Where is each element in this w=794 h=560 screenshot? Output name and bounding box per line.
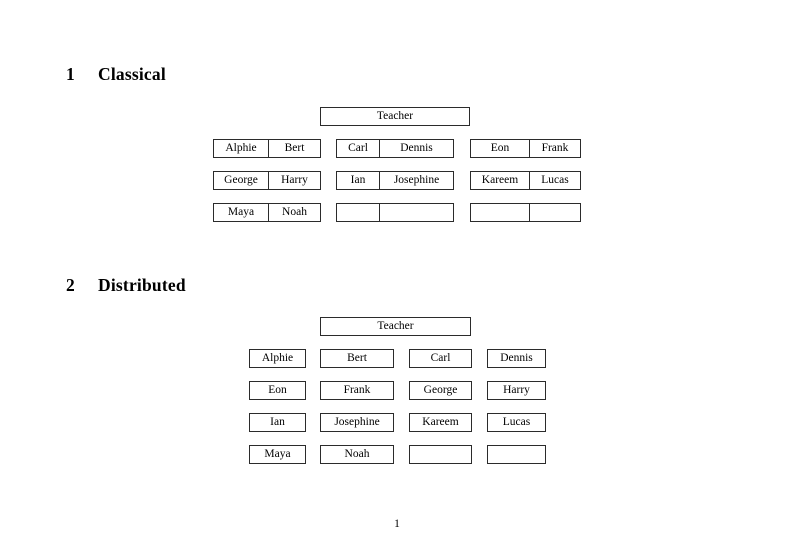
student-pair-row[interactable]: Eon Frank	[470, 139, 581, 158]
student-box[interactable]: George	[409, 381, 472, 400]
teacher-box-classical[interactable]: Teacher	[320, 107, 470, 126]
student-cell-empty[interactable]	[337, 204, 379, 221]
student-box[interactable]: Frank	[320, 381, 394, 400]
student-cell[interactable]: Carl	[348, 142, 368, 154]
student-box-empty[interactable]	[487, 445, 546, 464]
student-cell[interactable]: Frank	[529, 140, 580, 157]
student-box[interactable]: Bert	[320, 349, 394, 368]
section-heading-classical: 1 Classical	[66, 64, 166, 85]
student-cell[interactable]: Alphie	[225, 142, 257, 154]
student-box-empty[interactable]	[409, 445, 472, 464]
teacher-box-distributed[interactable]: Teacher	[320, 317, 471, 336]
student-pair-row[interactable]: Ian Josephine	[336, 171, 454, 190]
student-pair-row[interactable]	[336, 203, 454, 222]
student-box[interactable]: Kareem	[409, 413, 472, 432]
student-cell[interactable]: Kareem	[481, 174, 519, 186]
student-box[interactable]: Carl	[409, 349, 472, 368]
student-box[interactable]: Dennis	[487, 349, 546, 368]
student-cell[interactable]: Ian	[350, 174, 366, 186]
student-pair-row[interactable]: Carl Dennis	[336, 139, 454, 158]
section-number: 2	[66, 275, 75, 295]
student-cell[interactable]: Noah	[268, 204, 320, 221]
student-cell[interactable]: George	[224, 174, 258, 186]
student-cell[interactable]: Harry	[268, 172, 320, 189]
student-box[interactable]: Lucas	[487, 413, 546, 432]
student-pair-row[interactable]: George Harry	[213, 171, 321, 190]
student-cell[interactable]: Josephine	[379, 172, 453, 189]
student-box[interactable]: Alphie	[249, 349, 306, 368]
student-box[interactable]: Noah	[320, 445, 394, 464]
section-title: Classical	[98, 64, 166, 84]
section-heading-distributed: 2 Distributed	[66, 275, 186, 296]
student-box[interactable]: Ian	[249, 413, 306, 432]
student-cell[interactable]: Lucas	[529, 172, 580, 189]
student-box[interactable]: Eon	[249, 381, 306, 400]
student-pair-row[interactable]	[470, 203, 581, 222]
student-cell[interactable]: Eon	[490, 142, 510, 154]
student-box[interactable]: Maya	[249, 445, 306, 464]
student-cell[interactable]: Maya	[227, 206, 255, 218]
student-cell-empty[interactable]	[471, 204, 529, 221]
page-number: 1	[394, 518, 400, 530]
student-pair-row[interactable]: Maya Noah	[213, 203, 321, 222]
student-cell[interactable]: Bert	[268, 140, 320, 157]
student-cell-empty[interactable]	[379, 204, 453, 221]
student-pair-row[interactable]: Alphie Bert	[213, 139, 321, 158]
student-box[interactable]: Josephine	[320, 413, 394, 432]
section-number: 1	[66, 64, 75, 84]
student-cell-empty[interactable]	[529, 204, 580, 221]
student-box[interactable]: Harry	[487, 381, 546, 400]
section-title: Distributed	[98, 275, 186, 295]
student-pair-row[interactable]: Kareem Lucas	[470, 171, 581, 190]
student-cell[interactable]: Dennis	[379, 140, 453, 157]
